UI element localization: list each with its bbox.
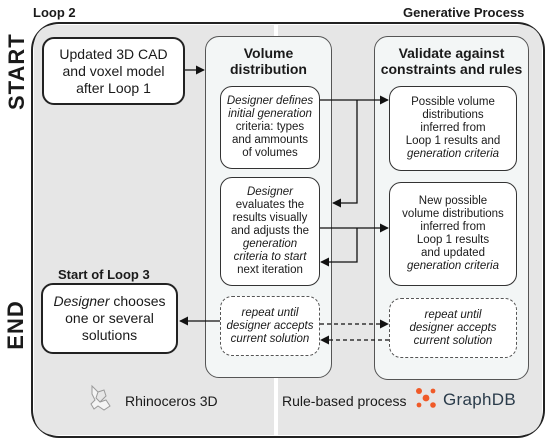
updated-model-line: after Loop 1 (76, 79, 151, 96)
text-line: inferred from (420, 221, 486, 233)
arrow-possible-to-evaluate (332, 100, 358, 208)
generative-process-header: Generative Process (403, 5, 525, 20)
text-line: Designer defines (226, 95, 314, 107)
text-line: and updated (421, 247, 485, 259)
designer-chooses-line: solutions (81, 327, 138, 343)
text-line: generation (242, 238, 298, 250)
text-line: initial generation (228, 108, 312, 120)
text-line: inferred from (420, 122, 486, 134)
text-line: of volumes (242, 147, 298, 159)
new-distributions-box: New possible volume distributions inferr… (389, 182, 517, 286)
text-line: criteria to start (233, 251, 307, 263)
define-criteria-box: Designer defines initial generation crit… (220, 86, 320, 169)
text-line: New possible (418, 195, 488, 207)
text-line: volume distributions (402, 208, 504, 220)
text-line: repeat until (241, 306, 299, 319)
possible-distributions-box: Possible volume distributions inferred f… (389, 86, 517, 171)
text-line: next iteration (237, 264, 303, 276)
text-line: current solution (413, 334, 493, 347)
text-line: criteria: types (235, 121, 305, 133)
arrow-new-to-repeat (320, 228, 358, 267)
designer-chooses-line: one or several (65, 310, 154, 326)
graphdb-brand: GraphDB (443, 390, 516, 409)
designer-chooses-box: Designer chooses one or several solution… (41, 283, 178, 354)
text-line: and ammounts (231, 134, 309, 146)
updated-model-line: and voxel model (62, 62, 165, 79)
text-line: Designer (246, 186, 293, 198)
evaluate-results-box: Designer evaluates the results visually … (220, 177, 320, 286)
designer-word: Designer (53, 293, 110, 309)
volume-distribution-title: Volume distribution (205, 45, 332, 77)
text-line: distributions (422, 109, 484, 121)
validate-title: Validate against constraints and rules (374, 45, 529, 77)
column-title-line: Validate against (398, 45, 505, 61)
text-line: and adjusts the (230, 225, 309, 237)
updated-model-line: Updated 3D CAD (59, 45, 168, 62)
repeat-until-box-right: repeat until designer accepts current so… (389, 298, 517, 358)
updated-model-box: Updated 3D CAD and voxel model after Loo… (42, 37, 185, 105)
text-line: repeat until (424, 308, 482, 321)
column-title-line: distribution (230, 61, 307, 77)
column-title-line: Volume (243, 45, 294, 61)
text-line: Loop 1 results (416, 234, 490, 246)
rhino-icon (90, 384, 111, 411)
loop2-header: Loop 2 (33, 5, 76, 20)
text-line: Possible volume (411, 96, 495, 108)
designer-chooses-line: Designer chooses (53, 293, 166, 309)
rhinoceros-label: Rhinoceros 3D (125, 393, 218, 409)
rule-based-label: Rule-based process (282, 393, 407, 409)
loop3-title: Start of Loop 3 (58, 267, 150, 282)
text-line: designer accepts (226, 319, 314, 332)
repeat-until-box-left: repeat until designer accepts current so… (220, 296, 320, 356)
text-line: evaluates the (235, 199, 305, 211)
text-line: designer accepts (409, 321, 497, 334)
text-line: generation criteria (406, 260, 500, 272)
text-line: current solution (230, 332, 310, 345)
text-line: results visually (232, 212, 308, 224)
graphdb-logo-icon (416, 388, 436, 408)
text-line: Loop 1 results and (405, 135, 501, 147)
column-title-line: constraints and rules (380, 61, 523, 77)
text-line: generation criteria (406, 148, 500, 160)
